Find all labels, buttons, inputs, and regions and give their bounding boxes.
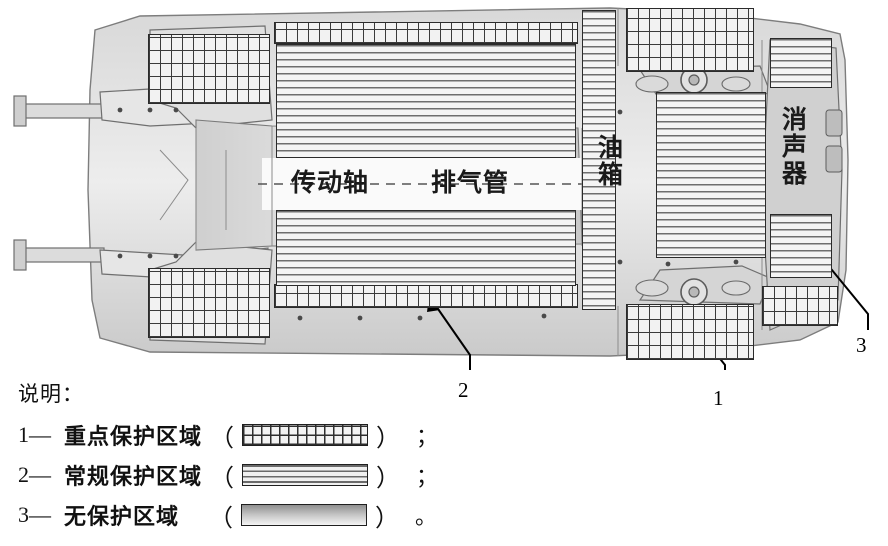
zone-regular-protection-upper-floor: [276, 44, 576, 158]
legend-swatch-grid: [242, 424, 369, 446]
legend-label-no-protection: 无保护区域: [64, 505, 180, 530]
zone-key-protection-rear-axle-right: [626, 304, 754, 360]
zone-regular-protection-fuel-tank: [582, 10, 616, 310]
legend-index-3: 3—: [18, 502, 51, 527]
legend-close-paren-3: ）: [375, 503, 400, 532]
legend-tail-2: ；: [416, 465, 439, 490]
legend: 说明： 1— 重点保护区域 （ ） ； 2— 常规保护区域 （ ） ； 3— 无…: [0, 368, 888, 546]
zone-regular-protection-rear-panel: [656, 92, 766, 258]
legend-title: 说明：: [18, 382, 84, 406]
legend-open-paren-1: （: [210, 423, 235, 452]
zone-regular-protection-muffler-upper: [770, 38, 832, 88]
legend-tail-1: ；: [416, 425, 439, 450]
legend-index-2: 2—: [18, 462, 51, 487]
legend-row-no-protection: 3— 无保护区域 （ ） 。: [18, 498, 437, 532]
zone-key-protection-rear-corner: [762, 286, 838, 326]
legend-tail-3: 。: [415, 505, 438, 530]
zone-key-protection-mid-right: [274, 284, 578, 308]
callout-2-leader: [428, 295, 471, 370]
legend-swatch-stripe: [242, 464, 369, 486]
zone-regular-protection-muffler-lower: [770, 214, 832, 278]
legend-label-key-protection: 重点保护区域: [64, 425, 203, 450]
callout-number-1: 1: [713, 386, 724, 410]
callout-3-leader: [817, 252, 869, 330]
zone-key-protection-front-left: [148, 34, 270, 104]
legend-close-paren-1: ）: [376, 423, 401, 452]
callout-number-3: 3: [856, 333, 867, 357]
legend-close-paren-2: ）: [376, 463, 401, 492]
legend-label-regular-protection: 常规保护区域: [64, 465, 203, 490]
zone-key-protection-front-right: [148, 268, 270, 338]
legend-index-1: 1—: [18, 422, 51, 447]
underbody-diagram: 传动轴 排气管 油箱 消声器 2 1 3: [13, 7, 869, 410]
legend-row-regular-protection: 2— 常规保护区域 （ ） ；: [18, 458, 438, 492]
label-fuel-tank: 油箱: [594, 134, 624, 188]
zone-key-protection-rear-axle-left: [626, 8, 754, 72]
legend-open-paren-2: （: [210, 463, 235, 492]
callout-number-2: 2: [458, 378, 469, 402]
label-exhaust-pipe: 排气管: [431, 168, 510, 197]
legend-row-key-protection: 1— 重点保护区域 （ ） ；: [18, 418, 438, 452]
label-muffler: 消声器: [778, 106, 808, 187]
legend-open-paren-3: （: [209, 503, 234, 532]
zone-regular-protection-lower-floor: [276, 210, 576, 286]
zone-key-protection-mid-left: [274, 22, 578, 44]
label-drive-shaft: 传动轴: [291, 168, 370, 197]
legend-swatch-flat: [241, 504, 368, 526]
